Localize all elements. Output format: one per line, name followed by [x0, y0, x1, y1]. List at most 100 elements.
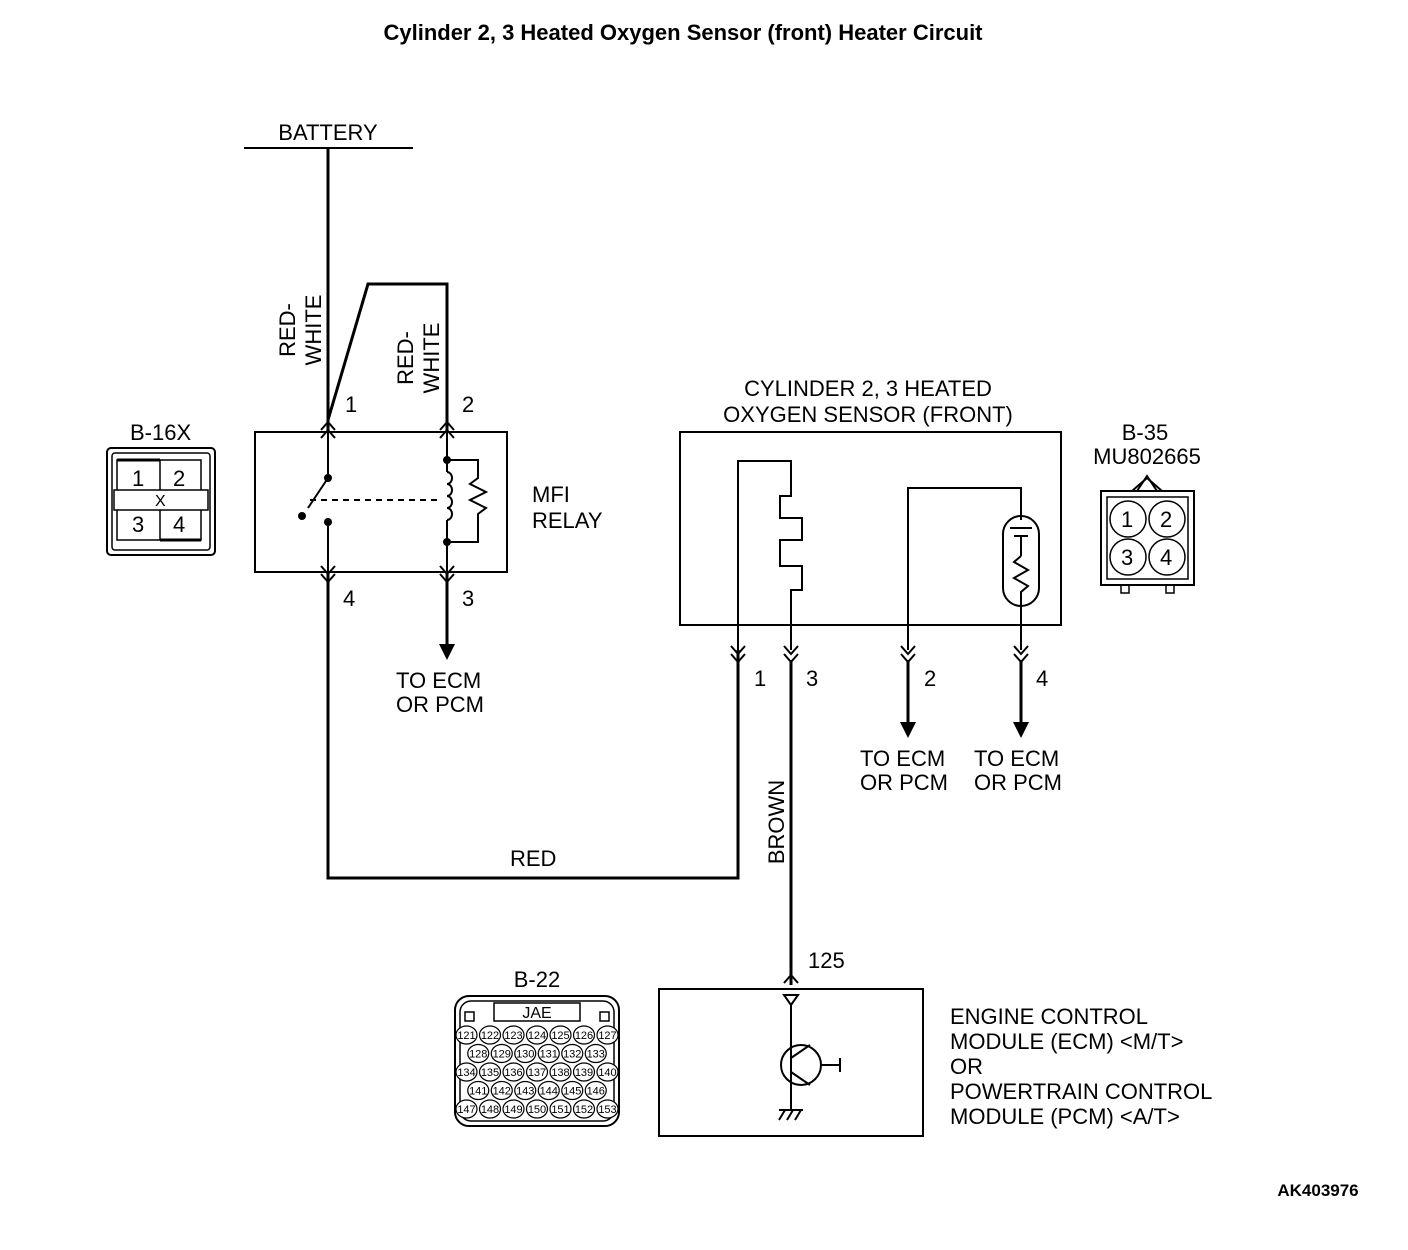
- svg-text:OR: OR: [950, 1054, 983, 1079]
- ecm-connector-pin: [455, 1025, 478, 1045]
- ecm-connector-pin: [525, 1062, 549, 1082]
- svg-text:RED-: RED-: [275, 303, 300, 357]
- relay-terminal-marks: [320, 420, 455, 584]
- svg-text:MFI: MFI: [532, 482, 570, 507]
- svg-text:OR PCM: OR PCM: [396, 692, 484, 717]
- ecm-connector-pin-label: 150: [528, 1104, 546, 1116]
- ecm-connector-pin: [572, 1062, 596, 1082]
- relay-switch: [298, 432, 440, 572]
- ecm-connector-pin: [537, 1043, 560, 1064]
- ecm-connector-pin-label: 133: [587, 1049, 605, 1061]
- ecm-connector-pin-label: 126: [575, 1030, 593, 1042]
- mfi-relay-label: MFI RELAY: [532, 482, 603, 533]
- ecm-connector-pin-label: 136: [504, 1067, 522, 1079]
- svg-text:3: 3: [132, 512, 144, 537]
- ecm-connector-pin: [525, 1099, 549, 1119]
- ecm-connector-pin: [502, 1099, 525, 1119]
- ecm-connector-pin: [561, 1080, 584, 1101]
- svg-text:JAE: JAE: [522, 1005, 551, 1022]
- ecm-connector-pin-label: 130: [516, 1049, 534, 1061]
- svg-text:4: 4: [173, 512, 185, 537]
- svg-text:WHITE: WHITE: [419, 323, 444, 394]
- to-ecm-label-1: TO ECM OR PCM: [396, 668, 484, 717]
- ecm-connector-pin: [537, 1080, 560, 1101]
- wire-label-red-white-2: RED- WHITE: [393, 323, 444, 394]
- relay-connector-id: B-16X: [130, 420, 191, 445]
- svg-text:2: 2: [1160, 507, 1172, 532]
- sensor-element: [907, 487, 1040, 650]
- svg-text:MODULE (ECM) <M/T>: MODULE (ECM) <M/T>: [950, 1029, 1183, 1054]
- ecm-label: ENGINE CONTROL MODULE (ECM) <M/T> OR POW…: [950, 1004, 1212, 1129]
- ecm-connector-pin: [549, 1062, 572, 1082]
- ecm-connector-pin: [514, 1080, 537, 1101]
- wire-label-brown: BROWN: [764, 780, 789, 864]
- relay-coil: [443, 432, 489, 572]
- ecm-connector-pin: [596, 1025, 619, 1045]
- ecm-pin-125: 125: [808, 948, 845, 973]
- ecm-connector-pin-label: 124: [528, 1030, 546, 1042]
- ecm-connector-pin-label: 138: [551, 1067, 569, 1079]
- sensor-label: CYLINDER 2, 3 HEATED OXYGEN SENSOR (FRON…: [723, 376, 1013, 427]
- svg-text:3: 3: [1121, 545, 1133, 570]
- ecm-connector-pin-label: 128: [469, 1049, 487, 1061]
- relay-pin-4: 4: [343, 586, 355, 611]
- svg-text:2: 2: [173, 466, 185, 491]
- ecm-connector-pin-label: 140: [598, 1067, 616, 1079]
- svg-text:TO ECM: TO ECM: [396, 668, 481, 693]
- ecm-connector-pin: [596, 1099, 619, 1119]
- ecm-connector-pin-label: 149: [504, 1104, 522, 1116]
- ecm-connector-pin-label: 152: [575, 1104, 593, 1116]
- svg-text:OR PCM: OR PCM: [974, 770, 1062, 795]
- svg-text:WHITE: WHITE: [301, 295, 326, 366]
- ecm-connector-pin-label: 142: [493, 1086, 511, 1098]
- sensor-pin-4: 4: [1036, 666, 1048, 691]
- ecm-connector-pin-label: 146: [587, 1086, 605, 1098]
- ecm-connector-pin: [490, 1043, 513, 1064]
- ecm-connector-pin-label: 139: [575, 1067, 593, 1079]
- arrow-down-icon: [900, 722, 916, 738]
- ecm-connector-pin-label: 131: [540, 1049, 558, 1061]
- ecm-connector-pin-label: 121: [457, 1030, 475, 1042]
- sensor-pin-1: 1: [754, 666, 766, 691]
- svg-text:1: 1: [1121, 507, 1133, 532]
- sensor-terminal-marks: [730, 645, 1029, 664]
- ecm-box: [658, 988, 924, 1137]
- arrow-down-icon: [439, 644, 455, 660]
- ecm-connector-pin-label: 125: [551, 1030, 569, 1042]
- wire-label-red: RED: [510, 846, 556, 871]
- svg-text:X: X: [155, 493, 166, 510]
- sensor-box: [679, 431, 1062, 626]
- relay-pin-3: 3: [462, 586, 474, 611]
- svg-text:BROWN: BROWN: [764, 780, 789, 864]
- svg-text:RELAY: RELAY: [532, 508, 603, 533]
- ecm-connector-pin-label: 134: [457, 1067, 475, 1079]
- ecm-connector-pin: [502, 1025, 525, 1045]
- to-ecm-label-2: TO ECM OR PCM: [860, 746, 948, 795]
- battery-label: BATTERY: [278, 120, 378, 145]
- sensor-heater-element: [737, 460, 803, 650]
- ecm-connector-pin: [549, 1025, 572, 1045]
- ecm-connector-pin: [514, 1043, 537, 1064]
- ecm-connector-pin-label: 122: [481, 1030, 499, 1042]
- ecm-connector-pin: [572, 1025, 596, 1045]
- ecm-connector-pin-label: 153: [598, 1104, 616, 1116]
- ecm-connector-pin: [561, 1043, 584, 1064]
- ecm-connector-pin: [572, 1099, 596, 1119]
- mfi-relay-box: [254, 431, 508, 573]
- to-ecm-label-3: TO ECM OR PCM: [974, 746, 1062, 795]
- ecm-connector-pin: [478, 1062, 502, 1082]
- svg-text:MODULE (PCM) <A/T>: MODULE (PCM) <A/T>: [950, 1104, 1180, 1129]
- ecm-connector-pin: [525, 1025, 549, 1045]
- ecm-connector-pin: [502, 1062, 525, 1082]
- ecm-connector-pin: [478, 1025, 502, 1045]
- ecm-connector-pin: [478, 1099, 502, 1119]
- ecm-connector-pin-label: 143: [516, 1086, 534, 1098]
- ecm-transistor: [778, 994, 841, 1121]
- relay-pin-2: 2: [462, 392, 474, 417]
- ecm-connector-pin-label: 135: [481, 1067, 499, 1079]
- ecm-connector-id: B-22: [514, 967, 560, 992]
- ecm-connector-pin-label: 129: [493, 1049, 511, 1061]
- sensor-pin-2: 2: [924, 666, 936, 691]
- diagram-title: Cylinder 2, 3 Heated Oxygen Sensor (fron…: [383, 20, 983, 45]
